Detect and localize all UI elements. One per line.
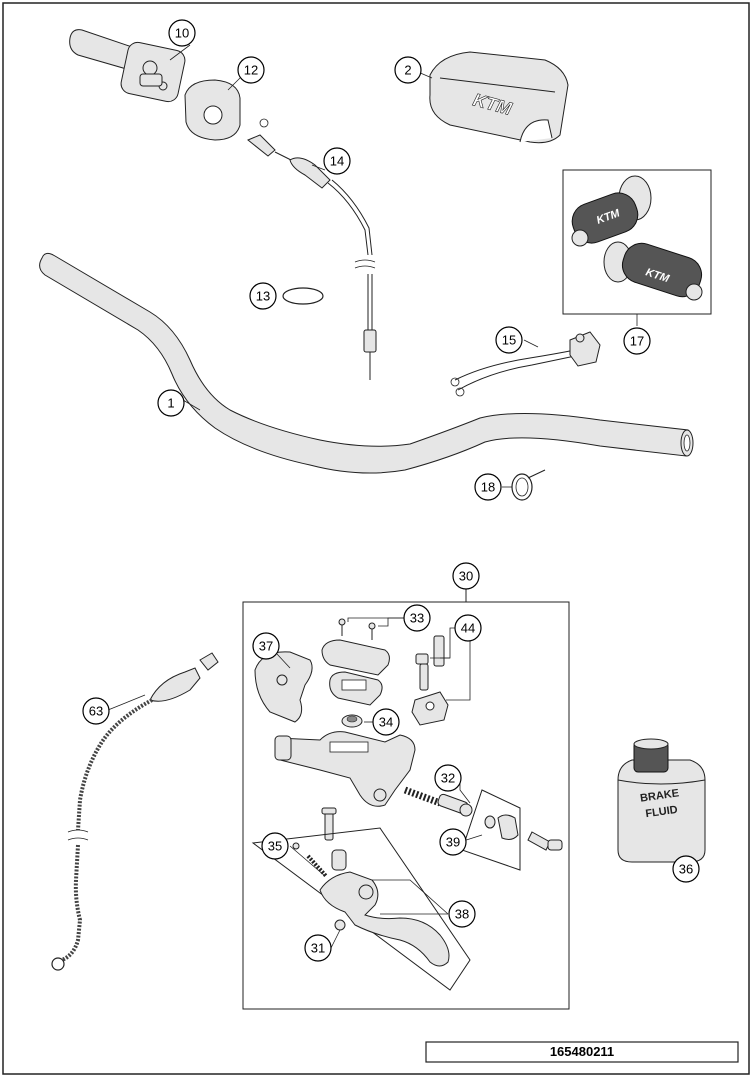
grip-lower: KTM xyxy=(603,241,703,301)
clutch-cable xyxy=(51,652,219,971)
callout-34-label: 34 xyxy=(379,715,393,730)
throttle-cable xyxy=(247,118,377,380)
throttle-assembly xyxy=(69,29,186,103)
callout-32-label: 32 xyxy=(441,771,455,786)
brake-fluid-label-line-2: FLUID xyxy=(645,804,679,820)
handlebar-pad: KTM xyxy=(429,51,569,144)
callout-33[interactable]: 33 xyxy=(403,604,431,632)
callout-12[interactable]: 12 xyxy=(237,56,265,84)
callout-44[interactable]: 44 xyxy=(454,614,482,642)
master-cylinder-body xyxy=(274,731,416,807)
callout-2[interactable]: 2 xyxy=(394,56,422,84)
callout-36[interactable]: 36 xyxy=(672,855,700,883)
callout-38[interactable]: 38 xyxy=(448,900,476,928)
callout-10[interactable]: 10 xyxy=(168,19,196,47)
leader-lines xyxy=(107,44,677,949)
brake-fluid-label-line-1: BRAKE xyxy=(639,787,679,804)
callout-18-label: 18 xyxy=(481,480,495,495)
lever-pivot-bolt xyxy=(321,807,337,841)
master-cylinder-group xyxy=(242,589,570,1010)
callout-32[interactable]: 32 xyxy=(434,764,462,792)
callout-39-label: 39 xyxy=(446,835,460,850)
callout-38-label: 38 xyxy=(455,907,469,922)
callout-30[interactable]: 30 xyxy=(452,562,480,590)
callout-63-label: 63 xyxy=(89,704,103,719)
cable-tie xyxy=(511,469,546,501)
callout-31[interactable]: 31 xyxy=(304,934,332,962)
callout-63[interactable]: 63 xyxy=(82,697,110,725)
callout-14[interactable]: 14 xyxy=(323,147,351,175)
lever-guard xyxy=(254,651,313,723)
lever-kit-outline xyxy=(251,827,471,991)
master-cylinder-box xyxy=(242,601,570,1010)
callout-2-label: 2 xyxy=(404,63,411,78)
callout-17[interactable]: 17 xyxy=(623,327,651,355)
lever-adjuster xyxy=(331,849,347,871)
callout-15[interactable]: 15 xyxy=(495,326,523,354)
callout-17-label: 17 xyxy=(630,334,644,349)
callout-14-label: 14 xyxy=(330,154,344,169)
reservoir-cover xyxy=(321,618,390,706)
handlebar xyxy=(39,252,694,474)
callout-13-label: 13 xyxy=(256,289,270,304)
grips-kit: KTM KTM xyxy=(562,169,712,315)
brake-fluid-bottle: BRAKE FLUID xyxy=(617,738,706,863)
callout-36-label: 36 xyxy=(679,862,693,877)
callout-35[interactable]: 35 xyxy=(261,832,289,860)
diaphragm xyxy=(341,714,363,728)
callout-1[interactable]: 1 xyxy=(157,389,185,417)
callout-13[interactable]: 13 xyxy=(249,282,277,310)
callout-33-label: 33 xyxy=(410,611,424,626)
grip-upper: KTM xyxy=(571,175,652,247)
o-ring xyxy=(282,287,324,305)
callout-31-label: 31 xyxy=(311,941,325,956)
document-number: 165480211 xyxy=(550,1044,614,1059)
callout-39[interactable]: 39 xyxy=(439,828,467,856)
kill-switch xyxy=(450,331,601,397)
callout-44-label: 44 xyxy=(461,621,475,636)
clamp-bolts xyxy=(411,635,449,726)
pushrod-assembly xyxy=(461,789,563,871)
callout-35-label: 35 xyxy=(268,839,282,854)
callout-12-label: 12 xyxy=(244,63,258,78)
callout-37-label: 37 xyxy=(259,639,273,654)
callout-1-label: 1 xyxy=(167,396,174,411)
throttle-cover xyxy=(184,79,241,141)
lever-spring xyxy=(292,842,328,878)
callout-10-label: 10 xyxy=(175,26,189,41)
piston-kit xyxy=(403,786,473,817)
callout-18[interactable]: 18 xyxy=(474,473,502,501)
clutch-lever xyxy=(319,871,450,967)
callout-15-label: 15 xyxy=(502,333,516,348)
callout-34[interactable]: 34 xyxy=(372,708,400,736)
callout-37[interactable]: 37 xyxy=(252,632,280,660)
document-number-box: 165480211 xyxy=(425,1041,739,1063)
callout-30-label: 30 xyxy=(459,569,473,584)
